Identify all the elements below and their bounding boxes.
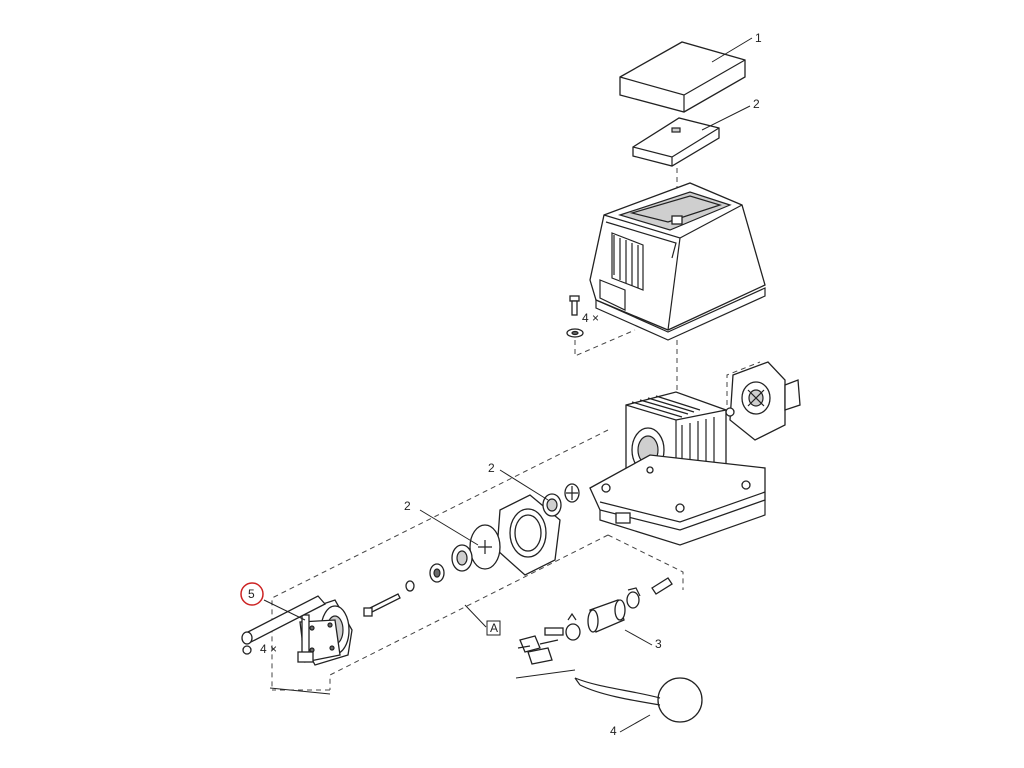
leader-1 — [711, 37, 753, 63]
quantity-left: 4 × — [260, 642, 277, 656]
air-tube-part — [241, 595, 327, 655]
cover-screw — [566, 295, 584, 338]
callout-4: 4 — [610, 724, 617, 738]
small-filter-part — [632, 117, 720, 167]
diaphragm-assembly-left — [405, 524, 501, 592]
callout-2-top: 2 — [753, 97, 760, 111]
bolt-part — [363, 593, 401, 617]
diaphragm-assembly-right — [496, 483, 580, 576]
leader-2-mid — [499, 469, 549, 501]
valve-kit-part — [517, 577, 673, 665]
float-switch-part — [574, 677, 703, 723]
label-a: A — [490, 621, 498, 635]
leader-4 — [619, 714, 651, 733]
filter-pad-part — [619, 41, 746, 113]
leader-2-left — [419, 509, 479, 546]
callout-2-left: 2 — [404, 499, 411, 513]
chamber-cover-part — [297, 599, 353, 666]
box-a — [486, 620, 501, 636]
callout-2-mid: 2 — [488, 461, 495, 475]
cover-housing-part — [589, 182, 766, 341]
callout-5-highlight — [240, 582, 264, 606]
leader-5 — [263, 599, 306, 621]
valve-port-part — [725, 361, 801, 441]
base-plate-part — [589, 454, 766, 546]
callout-1: 1 — [755, 31, 762, 45]
leader-2-top — [701, 105, 751, 131]
quantity-top: 4 × — [582, 311, 599, 325]
callout-3: 3 — [655, 637, 662, 651]
leader-3 — [624, 629, 653, 646]
callout-5: 5 — [248, 587, 255, 601]
